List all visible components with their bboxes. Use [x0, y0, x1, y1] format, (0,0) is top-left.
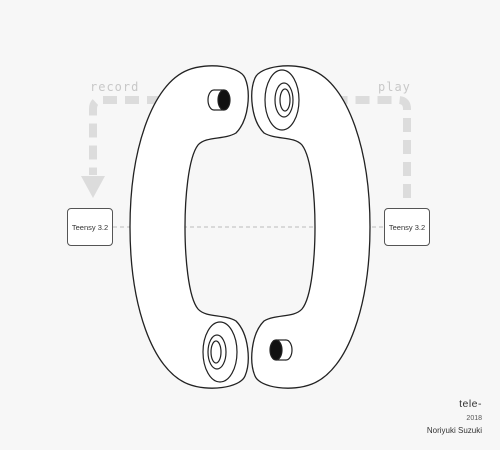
teensy-right-box: Teensy 3.2: [384, 208, 430, 246]
left-top-microphone: [207, 89, 231, 111]
right-top-speaker: [264, 69, 300, 131]
project-year: 2018: [466, 415, 482, 422]
teensy-left-box: Teensy 3.2: [67, 208, 113, 246]
right-handset: [251, 65, 371, 389]
left-handset: [129, 65, 249, 389]
teensy-left-label: Teensy 3.2: [71, 222, 109, 232]
play-arrow: [330, 96, 411, 198]
left-bottom-speaker: [202, 321, 238, 383]
teensy-right-label: Teensy 3.2: [388, 222, 426, 232]
play-label: play: [378, 80, 411, 94]
record-arrow: [89, 96, 205, 175]
record-arrow-head: [81, 176, 105, 198]
record-label: record: [90, 80, 140, 94]
project-title: tele-: [459, 398, 482, 410]
right-bottom-microphone: [269, 339, 293, 361]
project-author: Noriyuki Suzuki: [426, 426, 482, 435]
